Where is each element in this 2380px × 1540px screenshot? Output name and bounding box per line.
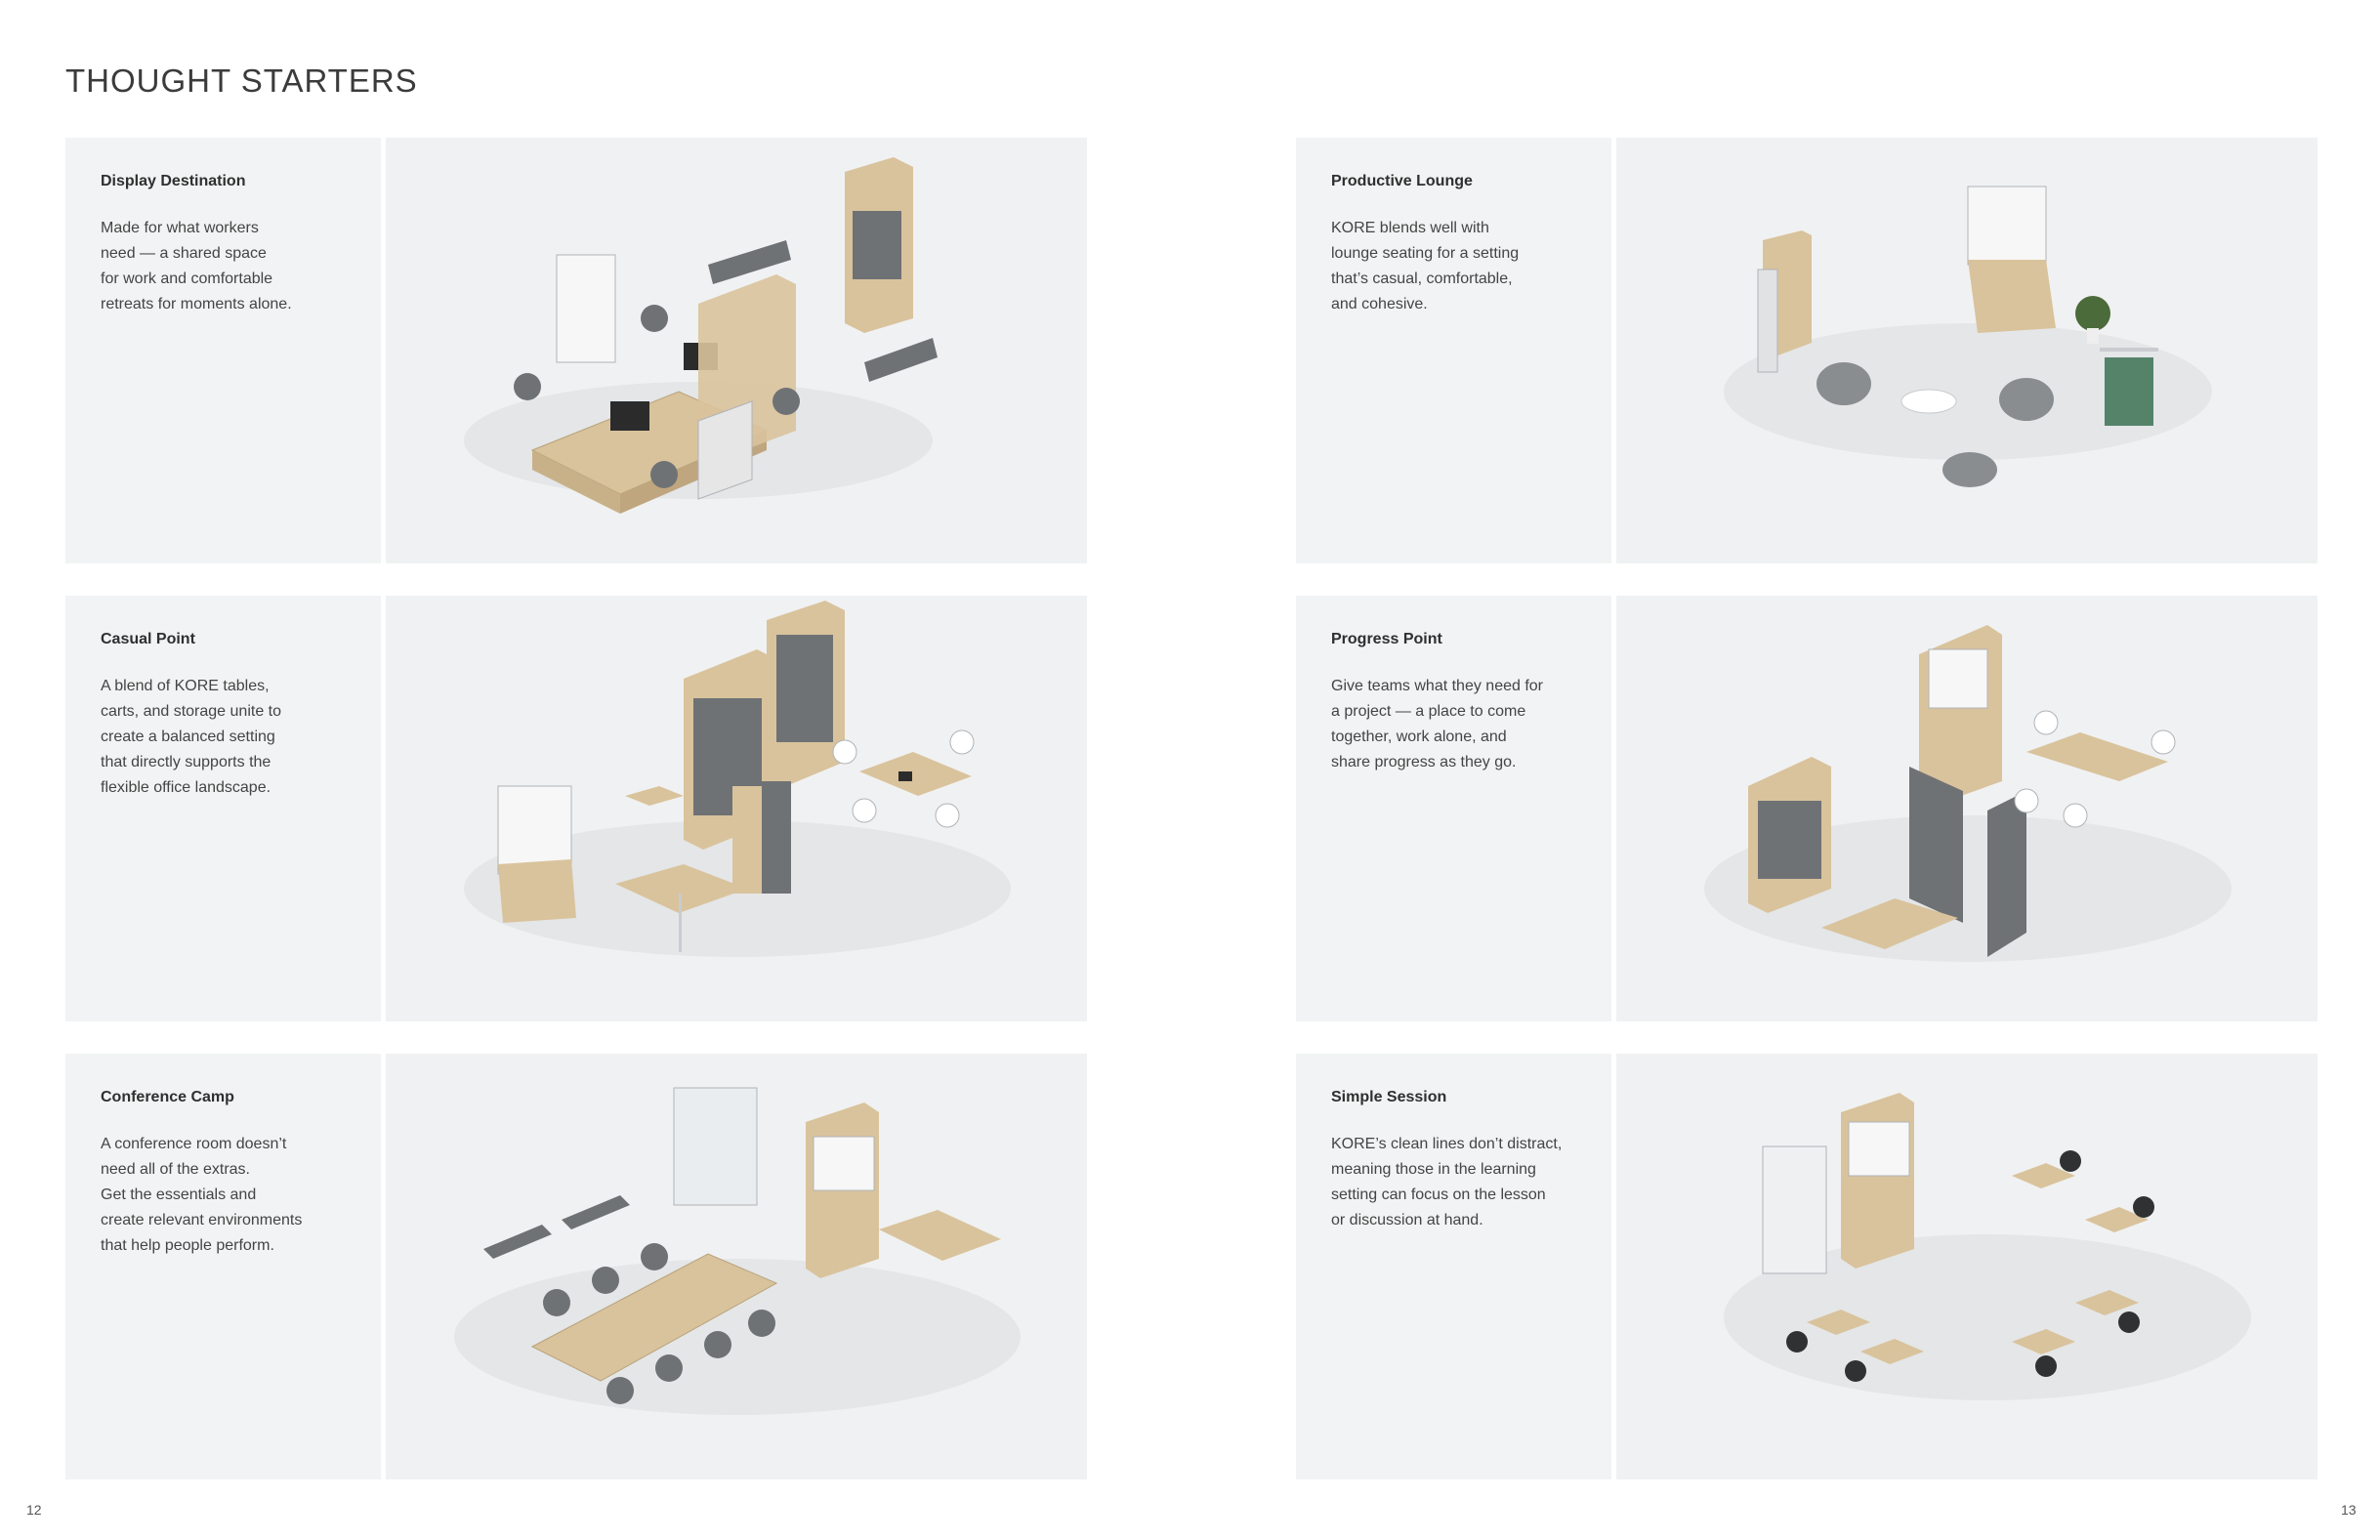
tile-text-panel: Simple Session KORE’s clean lines don’t … <box>1296 1054 1611 1479</box>
description-line: Give teams what they need for <box>1331 678 1543 694</box>
tile-title: Display Destination <box>101 173 246 189</box>
description-line: or discussion at hand. <box>1331 1212 1483 1228</box>
tile-conference-camp: Conference Camp A conference room doesn’… <box>65 1054 1087 1479</box>
tile-productive-lounge: Productive Lounge KORE blends well with … <box>1296 138 2317 563</box>
description-line: need — a shared space <box>101 245 267 262</box>
tile-description: A conference room doesn’t need all of th… <box>101 1132 346 1259</box>
page-title: THOUGHT STARTERS <box>65 62 418 99</box>
description-line: retreats for moments alone. <box>101 296 292 312</box>
tile-title: Simple Session <box>1331 1089 1447 1105</box>
tile-display-destination: Display Destination Made for what worker… <box>65 138 1087 563</box>
tile-text-panel: Productive Lounge KORE blends well with … <box>1296 138 1611 563</box>
description-line: and cohesive. <box>1331 296 1428 312</box>
description-line: flexible office landscape. <box>101 779 271 796</box>
description-line: that directly supports the <box>101 754 271 770</box>
tile-text-panel: Casual Point A blend of KORE tables, car… <box>65 596 381 1021</box>
tile-description: Give teams what they need for a project … <box>1331 674 1576 775</box>
description-line: Made for what workers <box>101 220 259 236</box>
description-line: A conference room doesn’t <box>101 1136 287 1152</box>
description-line: share progress as they go. <box>1331 754 1517 770</box>
tile-description: KORE’s clean lines don’t distract, meani… <box>1331 1132 1576 1233</box>
furniture-illustration <box>386 138 1087 563</box>
description-line: for work and comfortable <box>101 271 273 287</box>
tile-description: A blend of KORE tables, carts, and stora… <box>101 674 346 801</box>
description-line: carts, and storage unite to <box>101 703 281 720</box>
tile-description: KORE blends well with lounge seating for… <box>1331 216 1576 317</box>
description-line: Get the essentials and <box>101 1186 257 1203</box>
description-line: lounge seating for a setting <box>1331 245 1520 262</box>
tile-text-panel: Conference Camp A conference room doesn’… <box>65 1054 381 1479</box>
description-line: together, work alone, and <box>1331 728 1507 745</box>
tile-text-panel: Progress Point Give teams what they need… <box>1296 596 1611 1021</box>
page-number-left: 12 <box>26 1502 42 1518</box>
description-line: create a balanced setting <box>101 728 275 745</box>
description-line: KORE blends well with <box>1331 220 1489 236</box>
description-line: need all of the extras. <box>101 1161 250 1178</box>
description-line: a project — a place to come <box>1331 703 1526 720</box>
description-line: KORE’s clean lines don’t distract, <box>1331 1136 1563 1152</box>
description-line: that help people perform. <box>101 1237 274 1254</box>
furniture-illustration <box>386 1054 1087 1479</box>
description-line: A blend of KORE tables, <box>101 678 270 694</box>
description-line: that’s casual, comfortable, <box>1331 271 1513 287</box>
tile-text-panel: Display Destination Made for what worker… <box>65 138 381 563</box>
furniture-illustration <box>1616 1054 2317 1479</box>
tile-casual-point: Casual Point A blend of KORE tables, car… <box>65 596 1087 1021</box>
furniture-illustration <box>1616 138 2317 563</box>
tile-title: Productive Lounge <box>1331 173 1473 189</box>
tile-title: Casual Point <box>101 631 195 647</box>
tile-progress-point: Progress Point Give teams what they need… <box>1296 596 2317 1021</box>
furniture-illustration <box>386 596 1087 1021</box>
page-number-right: 13 <box>2341 1502 2357 1518</box>
description-line: create relevant environments <box>101 1212 303 1228</box>
description-line: meaning those in the learning <box>1331 1161 1536 1178</box>
tile-simple-session: Simple Session KORE’s clean lines don’t … <box>1296 1054 2317 1479</box>
tile-title: Conference Camp <box>101 1089 234 1105</box>
tile-title: Progress Point <box>1331 631 1442 647</box>
tile-description: Made for what workers need — a shared sp… <box>101 216 346 317</box>
description-line: setting can focus on the lesson <box>1331 1186 1546 1203</box>
furniture-illustration <box>1616 596 2317 1021</box>
